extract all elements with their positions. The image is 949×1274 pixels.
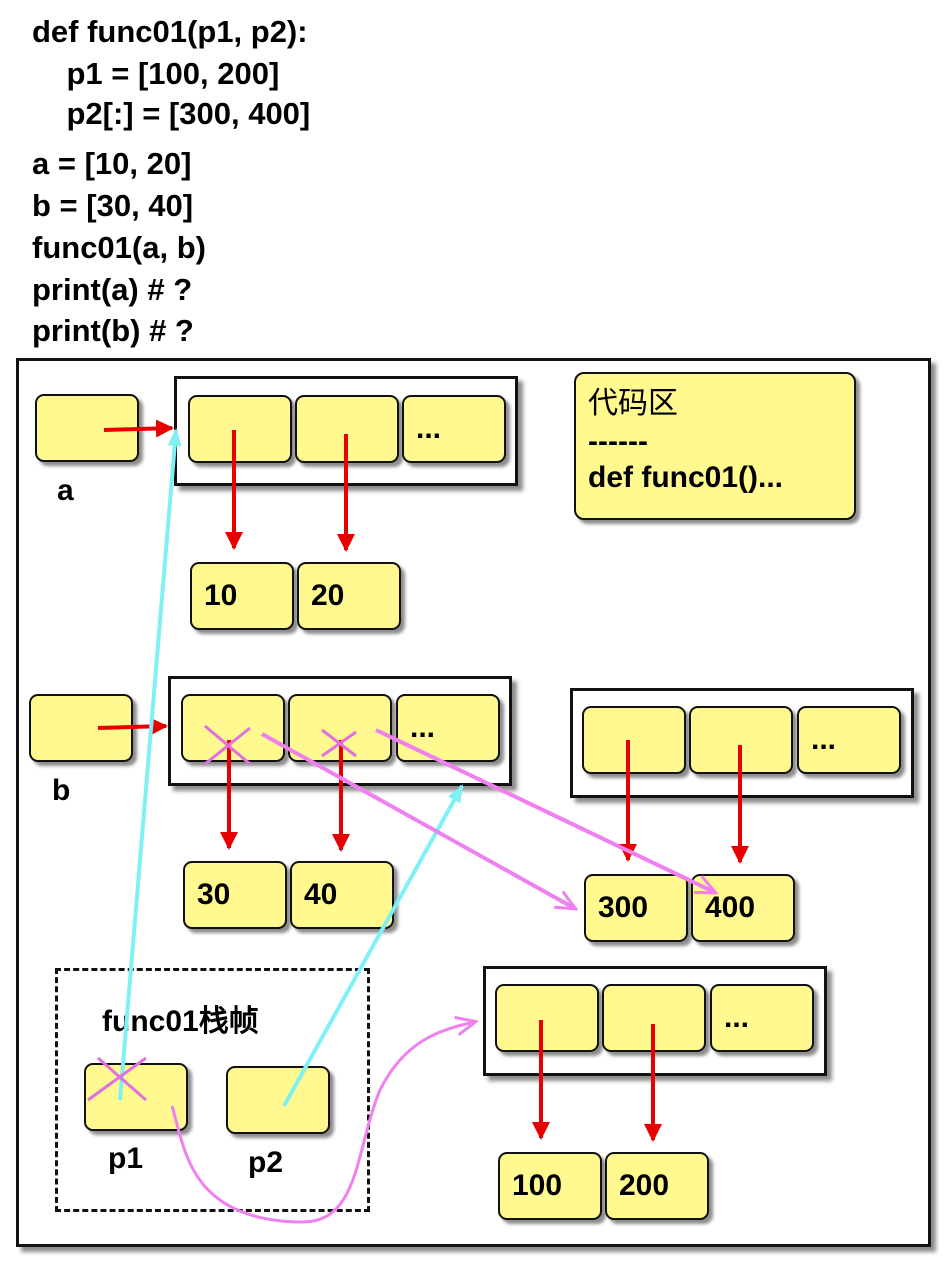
value-300: 300 (584, 874, 688, 942)
var-b-label: b (52, 774, 71, 807)
code-line-1: def func01(p1, p2): (32, 14, 308, 49)
code-line-7: print(a) # ? (32, 272, 193, 307)
arrow-p1-rebind (170, 1022, 474, 1224)
code-area-title: 代码区 (588, 386, 678, 421)
code-line-5: b = [30, 40] (32, 188, 194, 223)
param-p2-cell (226, 1066, 330, 1134)
code-line-8: print(b) # ? (32, 313, 194, 348)
list-a-ellipsis: ... (402, 395, 506, 463)
cross-p1 (87, 1056, 147, 1102)
stack-frame (55, 968, 370, 1212)
param-p1-cell (84, 1063, 188, 1131)
list-a-slot-0 (188, 395, 292, 463)
code-area-box: 代码区 ------ def func01()... (574, 372, 856, 520)
param-p2-label: p2 (248, 1146, 284, 1179)
code-line-6: func01(a, b) (32, 230, 206, 265)
param-p1-label: p1 (108, 1142, 144, 1175)
value-40: 40 (290, 861, 394, 929)
arrow-b1-to-400 (375, 728, 714, 892)
arrow-b0-to-300 (261, 732, 574, 908)
list-new-b-ellipsis: ... (797, 706, 901, 774)
cross-b0 (204, 724, 251, 766)
arrow-p2-to-list-b (282, 784, 464, 1107)
value-10: 10 (190, 562, 294, 630)
list-new-b-slot-0 (582, 706, 686, 774)
arrow-p1-to-list-a (118, 428, 182, 1101)
cross-b1 (321, 728, 357, 758)
list-new-p1-slot-0 (495, 984, 599, 1052)
value-100: 100 (498, 1152, 602, 1220)
arrow-b-to-list (97, 717, 168, 736)
code-area-divider: ------ (588, 424, 648, 458)
var-a-label: a (57, 474, 74, 507)
arrow-a-to-list (103, 419, 174, 438)
value-200: 200 (605, 1152, 709, 1220)
code-area-content: def func01()... (588, 460, 784, 494)
code-line-3: p2[:] = [300, 400] (32, 96, 311, 131)
list-b-ellipsis: ... (396, 694, 500, 762)
value-20: 20 (297, 562, 401, 630)
list-new-p1-ellipsis: ... (710, 984, 814, 1052)
code-line-4: a = [10, 20] (32, 146, 192, 181)
value-30: 30 (183, 861, 287, 929)
code-line-2: p1 = [100, 200] (32, 56, 280, 91)
